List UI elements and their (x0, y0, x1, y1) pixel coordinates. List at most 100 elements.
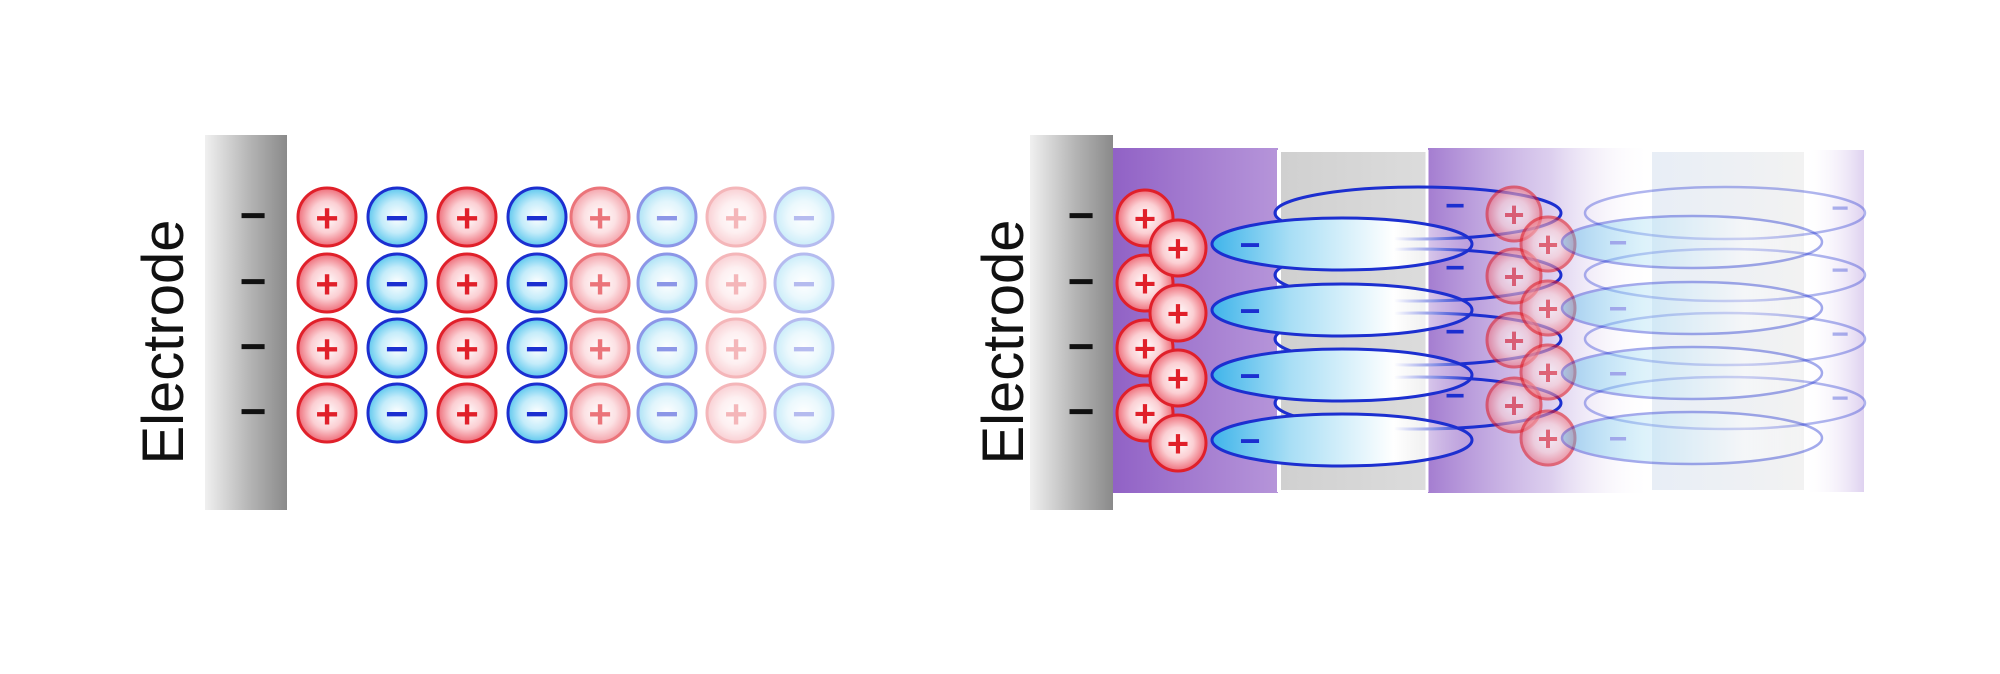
anion: − (1560, 214, 1824, 270)
cation: + (1148, 413, 1208, 473)
anion: − (1560, 280, 1824, 336)
plus-sign-icon: + (315, 262, 338, 306)
electrode-charge-minus: − (240, 189, 267, 241)
anion: − (773, 252, 835, 314)
minus-sign-icon: − (385, 392, 408, 436)
anion: − (366, 252, 428, 314)
minus-sign-icon: − (1609, 356, 1628, 392)
anion: − (366, 317, 428, 379)
anion: − (1210, 412, 1474, 468)
minus-sign-icon: − (792, 392, 815, 436)
anion: − (366, 382, 428, 444)
plus-sign-icon: + (315, 327, 338, 371)
plus-sign-icon: + (1167, 359, 1189, 401)
plus-sign-icon: + (1134, 199, 1156, 241)
cation: + (436, 186, 498, 248)
minus-sign-icon: − (1445, 187, 1465, 225)
minus-sign-icon: − (1831, 382, 1849, 415)
anion: − (506, 317, 568, 379)
cation: + (436, 382, 498, 444)
minus-sign-icon: − (1831, 254, 1849, 287)
plus-sign-icon: + (315, 392, 338, 436)
plus-sign-icon: + (1134, 329, 1156, 371)
minus-sign-icon: − (1609, 421, 1628, 457)
electrode-charge-minus: − (1068, 255, 1095, 307)
minus-sign-icon: − (792, 327, 815, 371)
minus-sign-icon: − (1609, 225, 1628, 261)
plus-sign-icon: + (1537, 418, 1558, 459)
anion: − (636, 382, 698, 444)
cation: + (569, 186, 631, 248)
anion: − (773, 317, 835, 379)
plus-sign-icon: + (724, 327, 747, 371)
electrode-label: Electrode (131, 219, 196, 464)
electrode-label: Electrode (971, 219, 1036, 464)
minus-sign-icon: − (1239, 355, 1260, 396)
plus-sign-icon: + (1167, 294, 1189, 336)
electrode-charge-minus: − (240, 255, 267, 307)
plus-sign-icon: + (455, 327, 478, 371)
minus-sign-icon: − (655, 327, 678, 371)
anion: − (506, 252, 568, 314)
cation: + (296, 317, 358, 379)
electrode-plate (205, 135, 287, 510)
plus-sign-icon: + (1503, 256, 1524, 297)
plus-sign-icon: + (724, 392, 747, 436)
anion: − (773, 382, 835, 444)
minus-sign-icon: − (655, 196, 678, 240)
plus-sign-icon: + (1537, 224, 1558, 265)
cation-layer: ++++++++++++++++ (1115, 185, 1577, 473)
minus-sign-icon: − (1239, 224, 1260, 265)
cation: + (569, 317, 631, 379)
anion: − (1210, 347, 1474, 403)
left-panel: Electrode −−−− ++++−−−−++++−−−−++++−−−−+… (131, 135, 835, 510)
anion: − (506, 382, 568, 444)
plus-sign-icon: + (588, 327, 611, 371)
cation: + (705, 317, 767, 379)
anion: − (1210, 282, 1474, 338)
minus-sign-icon: − (1239, 420, 1260, 461)
electrode-charges: −−−− (1068, 189, 1095, 437)
anion: − (773, 186, 835, 248)
plus-sign-icon: + (1167, 229, 1189, 271)
ion-grid: ++++−−−−++++−−−−++++−−−−++++−−−− (296, 186, 835, 444)
plus-sign-icon: + (455, 196, 478, 240)
minus-sign-icon: − (1239, 290, 1260, 331)
plus-sign-icon: + (724, 262, 747, 306)
cation: + (436, 252, 498, 314)
minus-sign-icon: − (525, 392, 548, 436)
minus-sign-icon: − (655, 392, 678, 436)
minus-sign-icon: − (385, 327, 408, 371)
minus-sign-icon: − (385, 262, 408, 306)
minus-sign-icon: − (792, 262, 815, 306)
cation: + (569, 252, 631, 314)
anion: − (636, 186, 698, 248)
anion: − (636, 317, 698, 379)
minus-sign-icon: − (525, 262, 548, 306)
electrode-charge-minus: − (240, 385, 267, 437)
cation: + (1519, 343, 1577, 401)
anion-layer-front: − − − − − − − − (1210, 214, 1824, 468)
plus-sign-icon: + (1503, 320, 1524, 361)
cation: + (1148, 348, 1208, 408)
electrode-charge-minus: − (1068, 320, 1095, 372)
right-panel: Electrode −−−− −−−−−−−− ++++++++++++++++… (971, 135, 1867, 510)
cation: + (1519, 279, 1577, 337)
cation: + (705, 252, 767, 314)
anion: − (506, 186, 568, 248)
cation: + (1148, 283, 1208, 343)
cation: + (705, 382, 767, 444)
plus-sign-icon: + (455, 392, 478, 436)
electrode-charge-minus: − (240, 320, 267, 372)
cation: + (436, 317, 498, 379)
minus-sign-icon: − (655, 262, 678, 306)
plus-sign-icon: + (724, 196, 747, 240)
electrode-plate (1030, 135, 1113, 510)
cation: + (296, 186, 358, 248)
minus-sign-icon: − (792, 196, 815, 240)
electrode-charge-minus: − (1068, 189, 1095, 241)
minus-sign-icon: − (1831, 192, 1849, 225)
plus-sign-icon: + (588, 392, 611, 436)
anion: − (1210, 216, 1474, 272)
